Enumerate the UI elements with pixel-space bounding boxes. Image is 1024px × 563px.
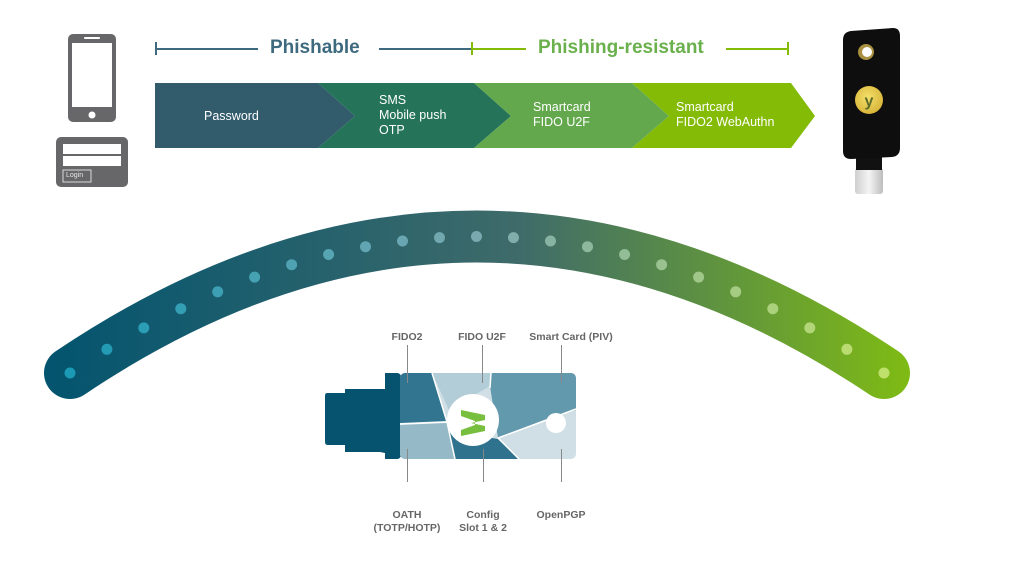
arc-dot	[397, 235, 408, 247]
label-oath: OATH (TOTP/HOTP)	[362, 509, 452, 535]
step-line: FIDO U2F	[533, 115, 590, 129]
phishing-resistant-label: Phishing-resistant	[538, 37, 704, 58]
key-body	[843, 28, 900, 159]
step-line: Password	[204, 109, 259, 123]
step-smartcard-fido2-text: Smartcard FIDO2 WebAuthn	[676, 100, 774, 130]
yubico-y-logo-icon	[461, 410, 485, 436]
arc-dot	[434, 232, 445, 244]
arc-dot	[730, 286, 742, 298]
smart-card-region	[490, 373, 576, 438]
step-line: SMS	[379, 93, 407, 107]
label-line: Config	[466, 509, 500, 521]
arc-dot	[212, 286, 224, 298]
label-smart-card-piv: Smart Card (PIV)	[516, 331, 626, 344]
label-line: OATH	[392, 509, 422, 521]
touch-sensor	[855, 86, 883, 114]
label-config-slot: Config Slot 1 & 2	[448, 509, 518, 535]
config-slot-region	[449, 431, 519, 459]
arc-dot	[767, 303, 779, 315]
arc-dot	[693, 271, 705, 283]
step-line: Smartcard	[533, 100, 591, 114]
label-fido-u2f: FIDO U2F	[447, 331, 517, 344]
login-button: Login	[66, 172, 84, 179]
step-sms-text: SMS Mobile push OTP	[379, 93, 446, 138]
oath-region	[400, 423, 454, 459]
key-neck	[856, 152, 882, 170]
login-form-icon	[56, 137, 128, 187]
arc-dot	[471, 231, 482, 242]
leader-config	[483, 449, 484, 482]
usb-a-connector	[325, 373, 392, 459]
arc-dot	[656, 259, 668, 271]
label-line: Smart Card (PIV)	[529, 331, 613, 343]
step-smartcard-u2f-text: Smartcard FIDO U2F	[533, 100, 591, 130]
label-line: Slot 1 & 2	[459, 522, 507, 534]
phishable-line-left	[155, 48, 258, 50]
leader-oath	[407, 449, 408, 482]
label-line: OpenPGP	[536, 509, 586, 521]
step-password-text: Password	[204, 109, 259, 124]
arc-band	[44, 210, 910, 399]
label-line: (TOTP/HOTP)	[373, 522, 441, 534]
arc-dot	[545, 235, 556, 247]
resistant-line-right	[726, 48, 788, 50]
arc-dot	[360, 241, 371, 253]
key-ring-hole-rim	[858, 44, 874, 60]
leader-fido2	[407, 345, 408, 383]
leader-fido-u2f	[482, 345, 483, 383]
step-line: Smartcard	[676, 100, 734, 114]
key-logo-letter: y	[865, 93, 874, 110]
arc-dot	[841, 343, 853, 355]
leader-smart-card	[561, 345, 562, 383]
arc-dot	[619, 249, 631, 260]
arc-dot	[508, 232, 519, 244]
range-end-tick	[787, 42, 789, 55]
arc-dot	[175, 303, 187, 315]
label-line: FIDO2	[391, 331, 423, 343]
usb-c-connector	[855, 168, 883, 194]
openpgp-region	[400, 373, 576, 459]
arc-dot	[64, 367, 76, 379]
logo-circle	[447, 394, 499, 446]
step-line: OTP	[379, 123, 405, 137]
label-fido2: FIDO2	[377, 331, 437, 344]
phishable-label: Phishable	[270, 37, 360, 58]
arc-dot	[101, 343, 113, 355]
resistant-line-left	[471, 48, 526, 50]
label-openpgp: OpenPGP	[521, 509, 601, 522]
key-body-edge	[385, 373, 401, 459]
step-line: Mobile push	[379, 108, 447, 122]
step-line: FIDO2 WebAuthn	[676, 115, 775, 129]
arc-dot	[804, 322, 816, 334]
leader-openpgp	[561, 449, 562, 482]
phishable-line-right	[379, 48, 471, 50]
arc-dot	[249, 271, 261, 283]
arc-dot	[286, 259, 298, 271]
key-ring-hole	[862, 47, 872, 57]
arc-dot	[878, 367, 890, 379]
arc-dot	[582, 241, 593, 253]
arc-dot	[138, 322, 150, 334]
smartphone-icon	[68, 34, 116, 122]
touch-contact-icon	[546, 413, 566, 433]
arc-dots	[64, 231, 890, 379]
arc-dot	[323, 249, 335, 260]
label-line: FIDO U2F	[458, 331, 506, 343]
